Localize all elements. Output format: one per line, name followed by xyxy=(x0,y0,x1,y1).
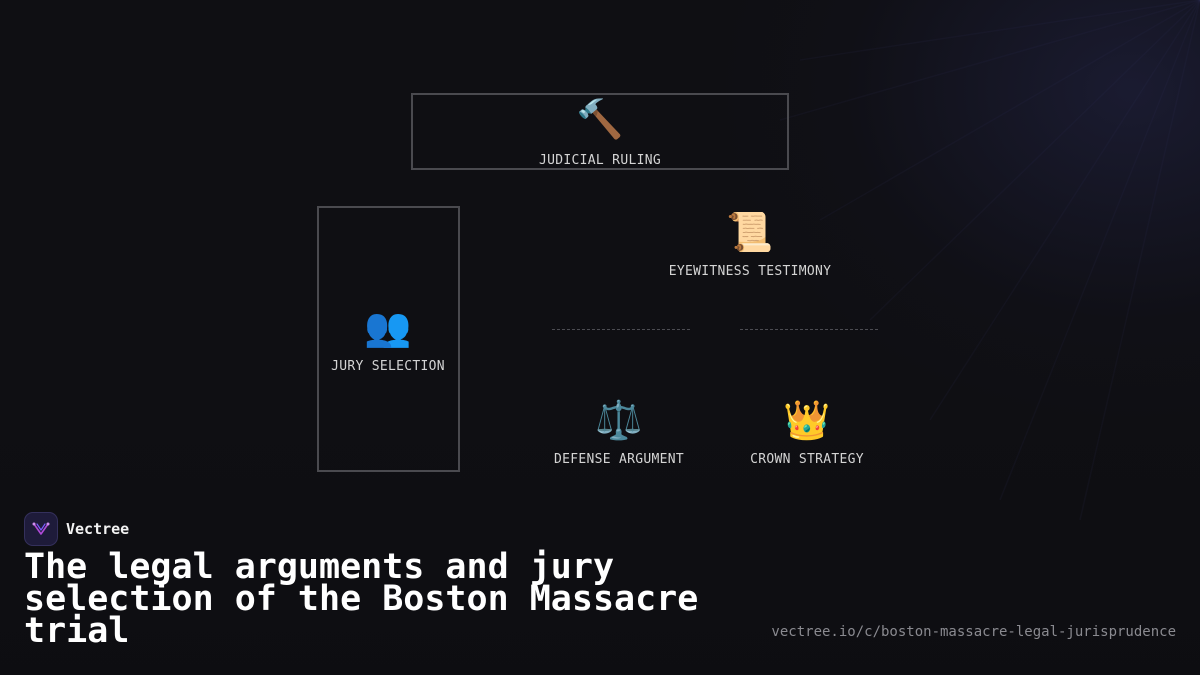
scales-icon: ⚖️ xyxy=(595,398,643,442)
defense-argument-label: DEFENSE ARGUMENT xyxy=(553,452,685,467)
page-title: The legal arguments and jury selection o… xyxy=(24,547,699,651)
jury-selection-label: JURY SELECTION xyxy=(331,359,445,374)
people-icon: 👥 xyxy=(364,305,412,349)
brand[interactable]: Vectree xyxy=(24,512,129,546)
source-url[interactable]: vectree.io/c/boston-massacre-legal-juris… xyxy=(771,624,1176,640)
eyewitness-testimony-node: 📜 EYEWITNESS TESTIMONY xyxy=(640,210,860,279)
crown-strategy-node: 👑 CROWN STRATEGY xyxy=(717,398,897,467)
crown-strategy-label: CROWN STRATEGY xyxy=(750,452,864,467)
vectree-logo-icon xyxy=(24,512,58,546)
gavel-icon: 🔨 xyxy=(576,97,624,141)
judicial-ruling-box xyxy=(411,93,789,170)
brand-name: Vectree xyxy=(66,520,130,538)
defense-argument-node: ⚖️ DEFENSE ARGUMENT xyxy=(529,398,709,467)
judicial-ruling-node: 🔨 JUDICIAL RULING xyxy=(500,97,700,168)
judicial-ruling-label: JUDICIAL RULING xyxy=(539,153,661,168)
eyewitness-testimony-label: EYEWITNESS TESTIMONY xyxy=(668,264,832,279)
scroll-icon: 📜 xyxy=(726,210,774,254)
crown-icon: 👑 xyxy=(783,398,831,442)
jury-selection-node: 👥 JURY SELECTION xyxy=(308,305,468,374)
jury-selection-box xyxy=(317,206,460,472)
connector-right xyxy=(740,329,878,330)
connector-left xyxy=(552,329,690,330)
